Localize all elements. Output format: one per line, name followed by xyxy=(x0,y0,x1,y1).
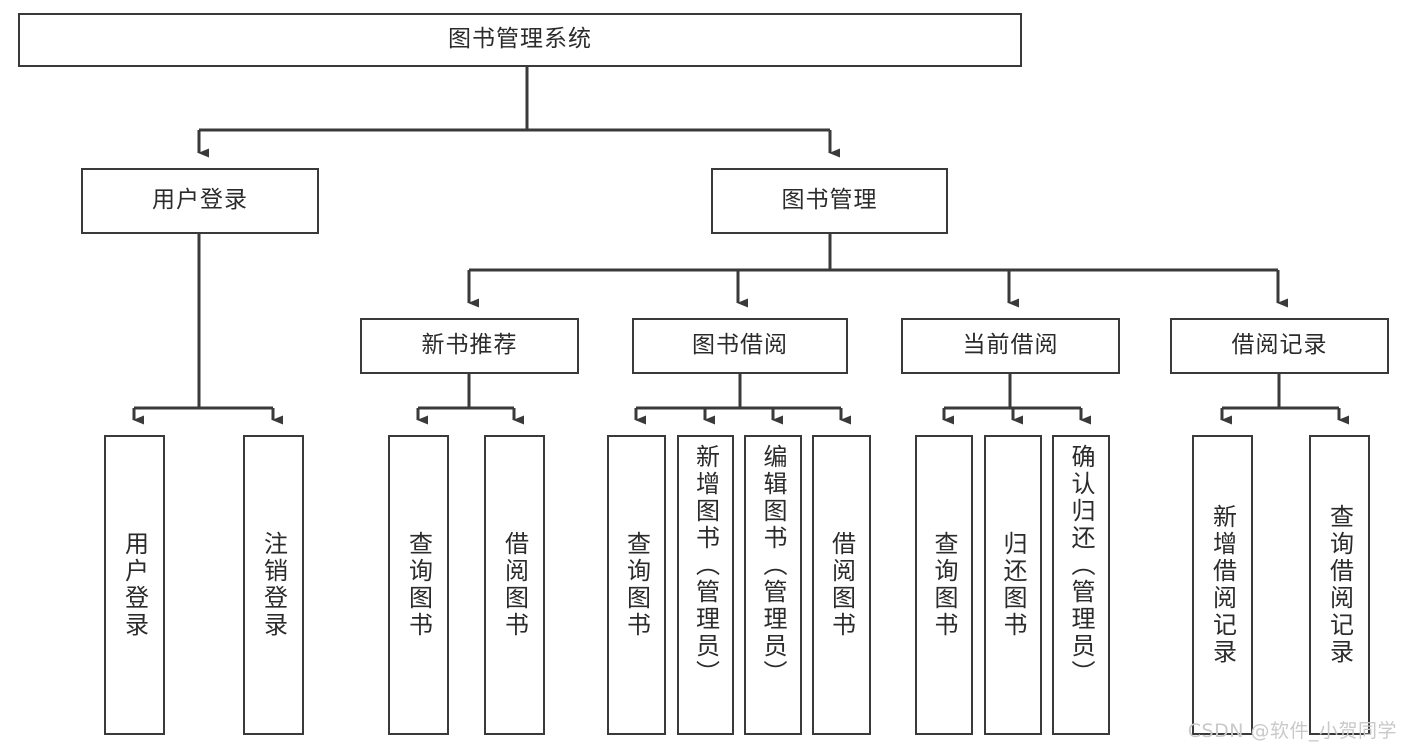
node-root-label: 图书管理系统 xyxy=(448,26,592,53)
node-user-login[interactable]: 用户登录 xyxy=(81,168,319,234)
node-leaf-borrow-book-2[interactable]: 借阅图书 xyxy=(812,435,871,735)
node-borrow-record-label: 借阅记录 xyxy=(1231,332,1328,359)
node-leaf-confirm-return-label: 确认归还（管理员） xyxy=(1067,444,1095,687)
node-leaf-query-book-1-label: 查询图书 xyxy=(404,531,433,639)
node-leaf-edit-book-label: 编辑图书（管理员） xyxy=(759,444,787,687)
node-new-book-recommend[interactable]: 新书推荐 xyxy=(360,318,579,374)
node-leaf-edit-book[interactable]: 编辑图书（管理员） xyxy=(744,435,802,735)
node-current-borrow[interactable]: 当前借阅 xyxy=(901,318,1120,374)
node-book-borrow-label: 图书借阅 xyxy=(692,332,788,359)
node-leaf-query-record-label: 查询借阅记录 xyxy=(1325,504,1354,666)
node-book-manage-label: 图书管理 xyxy=(781,187,878,214)
node-user-login-label: 用户登录 xyxy=(152,187,248,214)
node-leaf-query-book-2[interactable]: 查询图书 xyxy=(607,435,666,735)
node-leaf-user-logout[interactable]: 注销登录 xyxy=(243,435,304,735)
node-current-borrow-label: 当前借阅 xyxy=(962,332,1059,359)
node-book-manage[interactable]: 图书管理 xyxy=(711,168,948,234)
node-leaf-query-book-2-label: 查询图书 xyxy=(622,531,651,639)
node-leaf-user-logout-label: 注销登录 xyxy=(259,531,288,639)
node-leaf-add-book-label: 新增图书（管理员） xyxy=(691,444,720,687)
node-leaf-query-book-3[interactable]: 查询图书 xyxy=(915,435,973,735)
node-leaf-borrow-book-2-label: 借阅图书 xyxy=(827,531,856,639)
watermark-text: CSDN @软件_小贺同学 xyxy=(1187,720,1397,742)
node-leaf-query-book-1[interactable]: 查询图书 xyxy=(388,435,449,735)
node-leaf-query-book-3-label: 查询图书 xyxy=(930,531,958,639)
node-leaf-borrow-book-1[interactable]: 借阅图书 xyxy=(484,435,545,735)
node-leaf-add-record-label: 新增借阅记录 xyxy=(1208,504,1237,666)
node-book-borrow[interactable]: 图书借阅 xyxy=(632,318,848,374)
node-leaf-query-record[interactable]: 查询借阅记录 xyxy=(1309,435,1370,735)
node-leaf-return-book[interactable]: 归还图书 xyxy=(984,435,1042,735)
node-root[interactable]: 图书管理系统 xyxy=(18,13,1022,67)
node-new-book-recommend-label: 新书推荐 xyxy=(421,332,518,359)
node-leaf-add-book[interactable]: 新增图书（管理员） xyxy=(677,435,734,735)
node-borrow-record[interactable]: 借阅记录 xyxy=(1170,318,1389,374)
node-leaf-confirm-return[interactable]: 确认归还（管理员） xyxy=(1052,435,1110,735)
node-leaf-user-login-label: 用户登录 xyxy=(120,531,149,639)
node-leaf-add-record[interactable]: 新增借阅记录 xyxy=(1192,435,1253,735)
node-leaf-user-login[interactable]: 用户登录 xyxy=(104,435,165,735)
node-leaf-return-book-label: 归还图书 xyxy=(999,531,1027,639)
node-leaf-borrow-book-1-label: 借阅图书 xyxy=(500,531,529,639)
